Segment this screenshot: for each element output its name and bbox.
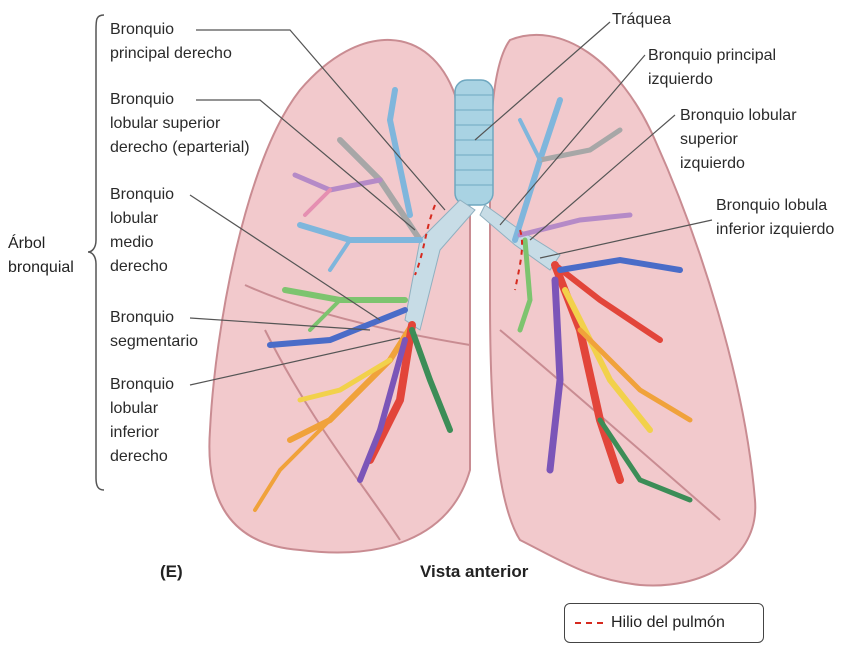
label-line: lobular	[110, 397, 174, 421]
label-line: medio	[110, 231, 174, 255]
panel-letter: (E)	[160, 562, 183, 582]
label-line: lobular	[110, 207, 174, 231]
label-line: derecho	[110, 445, 174, 469]
group-title-line: Árbol	[8, 232, 74, 256]
label-line: Bronquio lobular	[680, 104, 797, 128]
view-caption: Vista anterior	[420, 562, 528, 582]
label-line: Bronquio	[110, 373, 174, 397]
label-right-main-bronchus: Bronquio principal derecho	[110, 18, 232, 66]
label-right-middle-lobar-bronchus: Bronquio lobular medio derecho	[110, 183, 174, 279]
label-line: Bronquio	[110, 18, 232, 42]
label-line: principal derecho	[110, 42, 232, 66]
label-line: lobular superior	[110, 112, 250, 136]
label-line: superior	[680, 128, 797, 152]
label-line: Bronquio	[110, 183, 174, 207]
legend-label: Hilio del pulmón	[611, 612, 725, 634]
label-left-main-bronchus: Bronquio principal izquierdo	[648, 44, 776, 92]
label-line: Tráquea	[612, 8, 671, 32]
label-right-lower-lobar-bronchus: Bronquio lobular inferior derecho	[110, 373, 174, 469]
bronchial-tree-group-label: Árbol bronquial	[8, 232, 74, 280]
label-line: Bronquio	[110, 306, 198, 330]
label-segmental-bronchus: Bronquio segmentario	[110, 306, 198, 354]
group-title-line: bronquial	[8, 256, 74, 280]
label-trachea: Tráquea	[612, 8, 671, 32]
label-line: derecho	[110, 255, 174, 279]
label-line: Bronquio principal	[648, 44, 776, 68]
label-line: Bronquio	[110, 88, 250, 112]
label-line: segmentario	[110, 330, 198, 354]
label-line: izquierdo	[680, 152, 797, 176]
label-line: izquierdo	[648, 68, 776, 92]
hilum-dashed-line-swatch	[575, 622, 603, 624]
label-right-upper-lobar-bronchus: Bronquio lobular superior derecho (epart…	[110, 88, 250, 160]
label-left-lower-lobar-bronchus: Bronquio lobula inferior izquierdo	[716, 194, 834, 242]
label-line: Bronquio lobula	[716, 194, 834, 218]
group-bracket	[88, 15, 104, 490]
legend: Hilio del pulmón	[564, 603, 764, 643]
trachea	[455, 80, 493, 205]
label-line: derecho (eparterial)	[110, 136, 250, 160]
label-line: inferior	[110, 421, 174, 445]
label-left-upper-lobar-bronchus: Bronquio lobular superior izquierdo	[680, 104, 797, 176]
label-line: inferior izquierdo	[716, 218, 834, 242]
